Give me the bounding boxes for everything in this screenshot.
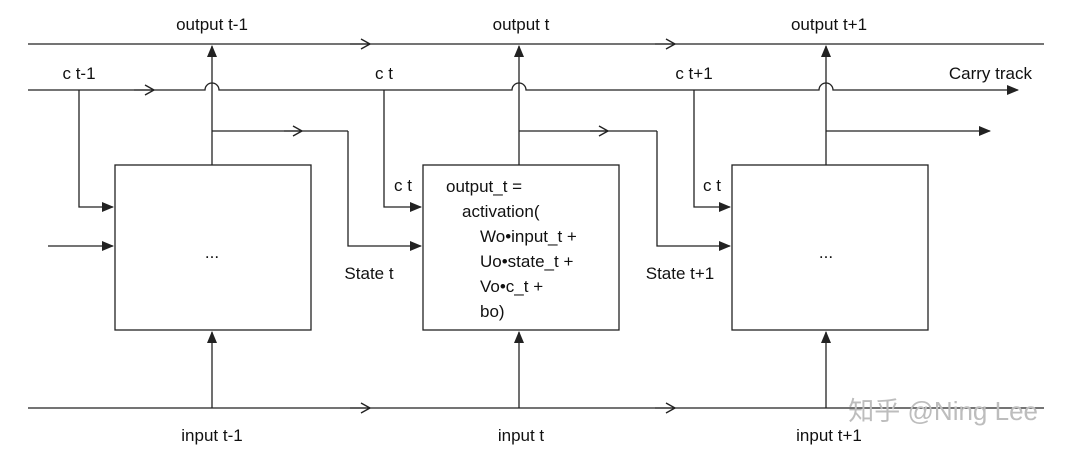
label-state-t: State t — [344, 264, 393, 283]
cell-left — [114, 164, 312, 331]
label-c-t: c t — [375, 64, 393, 83]
state-t-plus-1-arrow — [656, 131, 731, 251]
label-c-t-minus-1: c t-1 — [62, 64, 95, 83]
cell-middle-line-6: bo) — [480, 302, 505, 321]
cell-middle-line-2: activation( — [462, 202, 540, 221]
label-output-t-plus-1: output t+1 — [791, 15, 867, 34]
label-input-t: input t — [498, 426, 545, 445]
cell-right-ellipsis: ... — [819, 243, 833, 262]
cell-middle-line-3: Wo•input_t + — [480, 227, 577, 246]
carry-track-line — [28, 82, 1019, 95]
carry-into-right-arrow — [693, 90, 731, 212]
state-t-arrow — [347, 131, 422, 251]
cell-left-ellipsis: ... — [205, 243, 219, 262]
label-input-t-plus-1: input t+1 — [796, 426, 862, 445]
label-c-t-plus-1: c t+1 — [675, 64, 712, 83]
label-ct-middle: c t — [394, 176, 412, 195]
cell-middle — [422, 164, 620, 331]
watermark: 知乎 @Ning Lee — [848, 396, 1038, 426]
cell-middle-line-5: Vo•c_t + — [480, 277, 543, 296]
label-output-t-minus-1: output t-1 — [176, 15, 248, 34]
label-carry-track: Carry track — [949, 64, 1033, 83]
label-output-t: output t — [493, 15, 550, 34]
label-input-t-minus-1: input t-1 — [181, 426, 242, 445]
cell-middle-line-4: Uo•state_t + — [480, 252, 573, 271]
cell-middle-line-1: output_t = — [446, 177, 522, 196]
cell-right — [731, 164, 929, 331]
label-ct-right: c t — [703, 176, 721, 195]
carry-into-left-arrow — [78, 90, 114, 212]
carry-into-middle-arrow — [383, 90, 422, 212]
label-state-t-plus-1: State t+1 — [646, 264, 715, 283]
